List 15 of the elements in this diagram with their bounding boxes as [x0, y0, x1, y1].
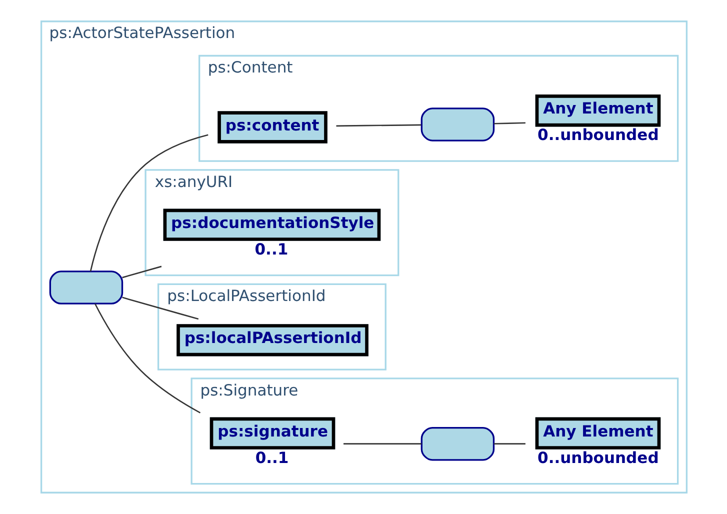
- connector: [122, 296, 198, 320]
- connector: [94, 303, 200, 414]
- node-label: 0..unbounded: [537, 448, 658, 467]
- node-box: [420, 426, 494, 461]
- connector: [122, 266, 162, 278]
- connector: [343, 443, 421, 445]
- connector: [493, 122, 525, 124]
- node-box: [420, 108, 494, 142]
- connector: [336, 124, 421, 127]
- node-box: [48, 270, 123, 304]
- node-label: 0..1: [254, 448, 288, 467]
- node-label: 0..unbounded: [537, 126, 658, 144]
- node-label: 0..1: [254, 240, 288, 258]
- connector: [89, 134, 208, 272]
- connector: [493, 443, 525, 445]
